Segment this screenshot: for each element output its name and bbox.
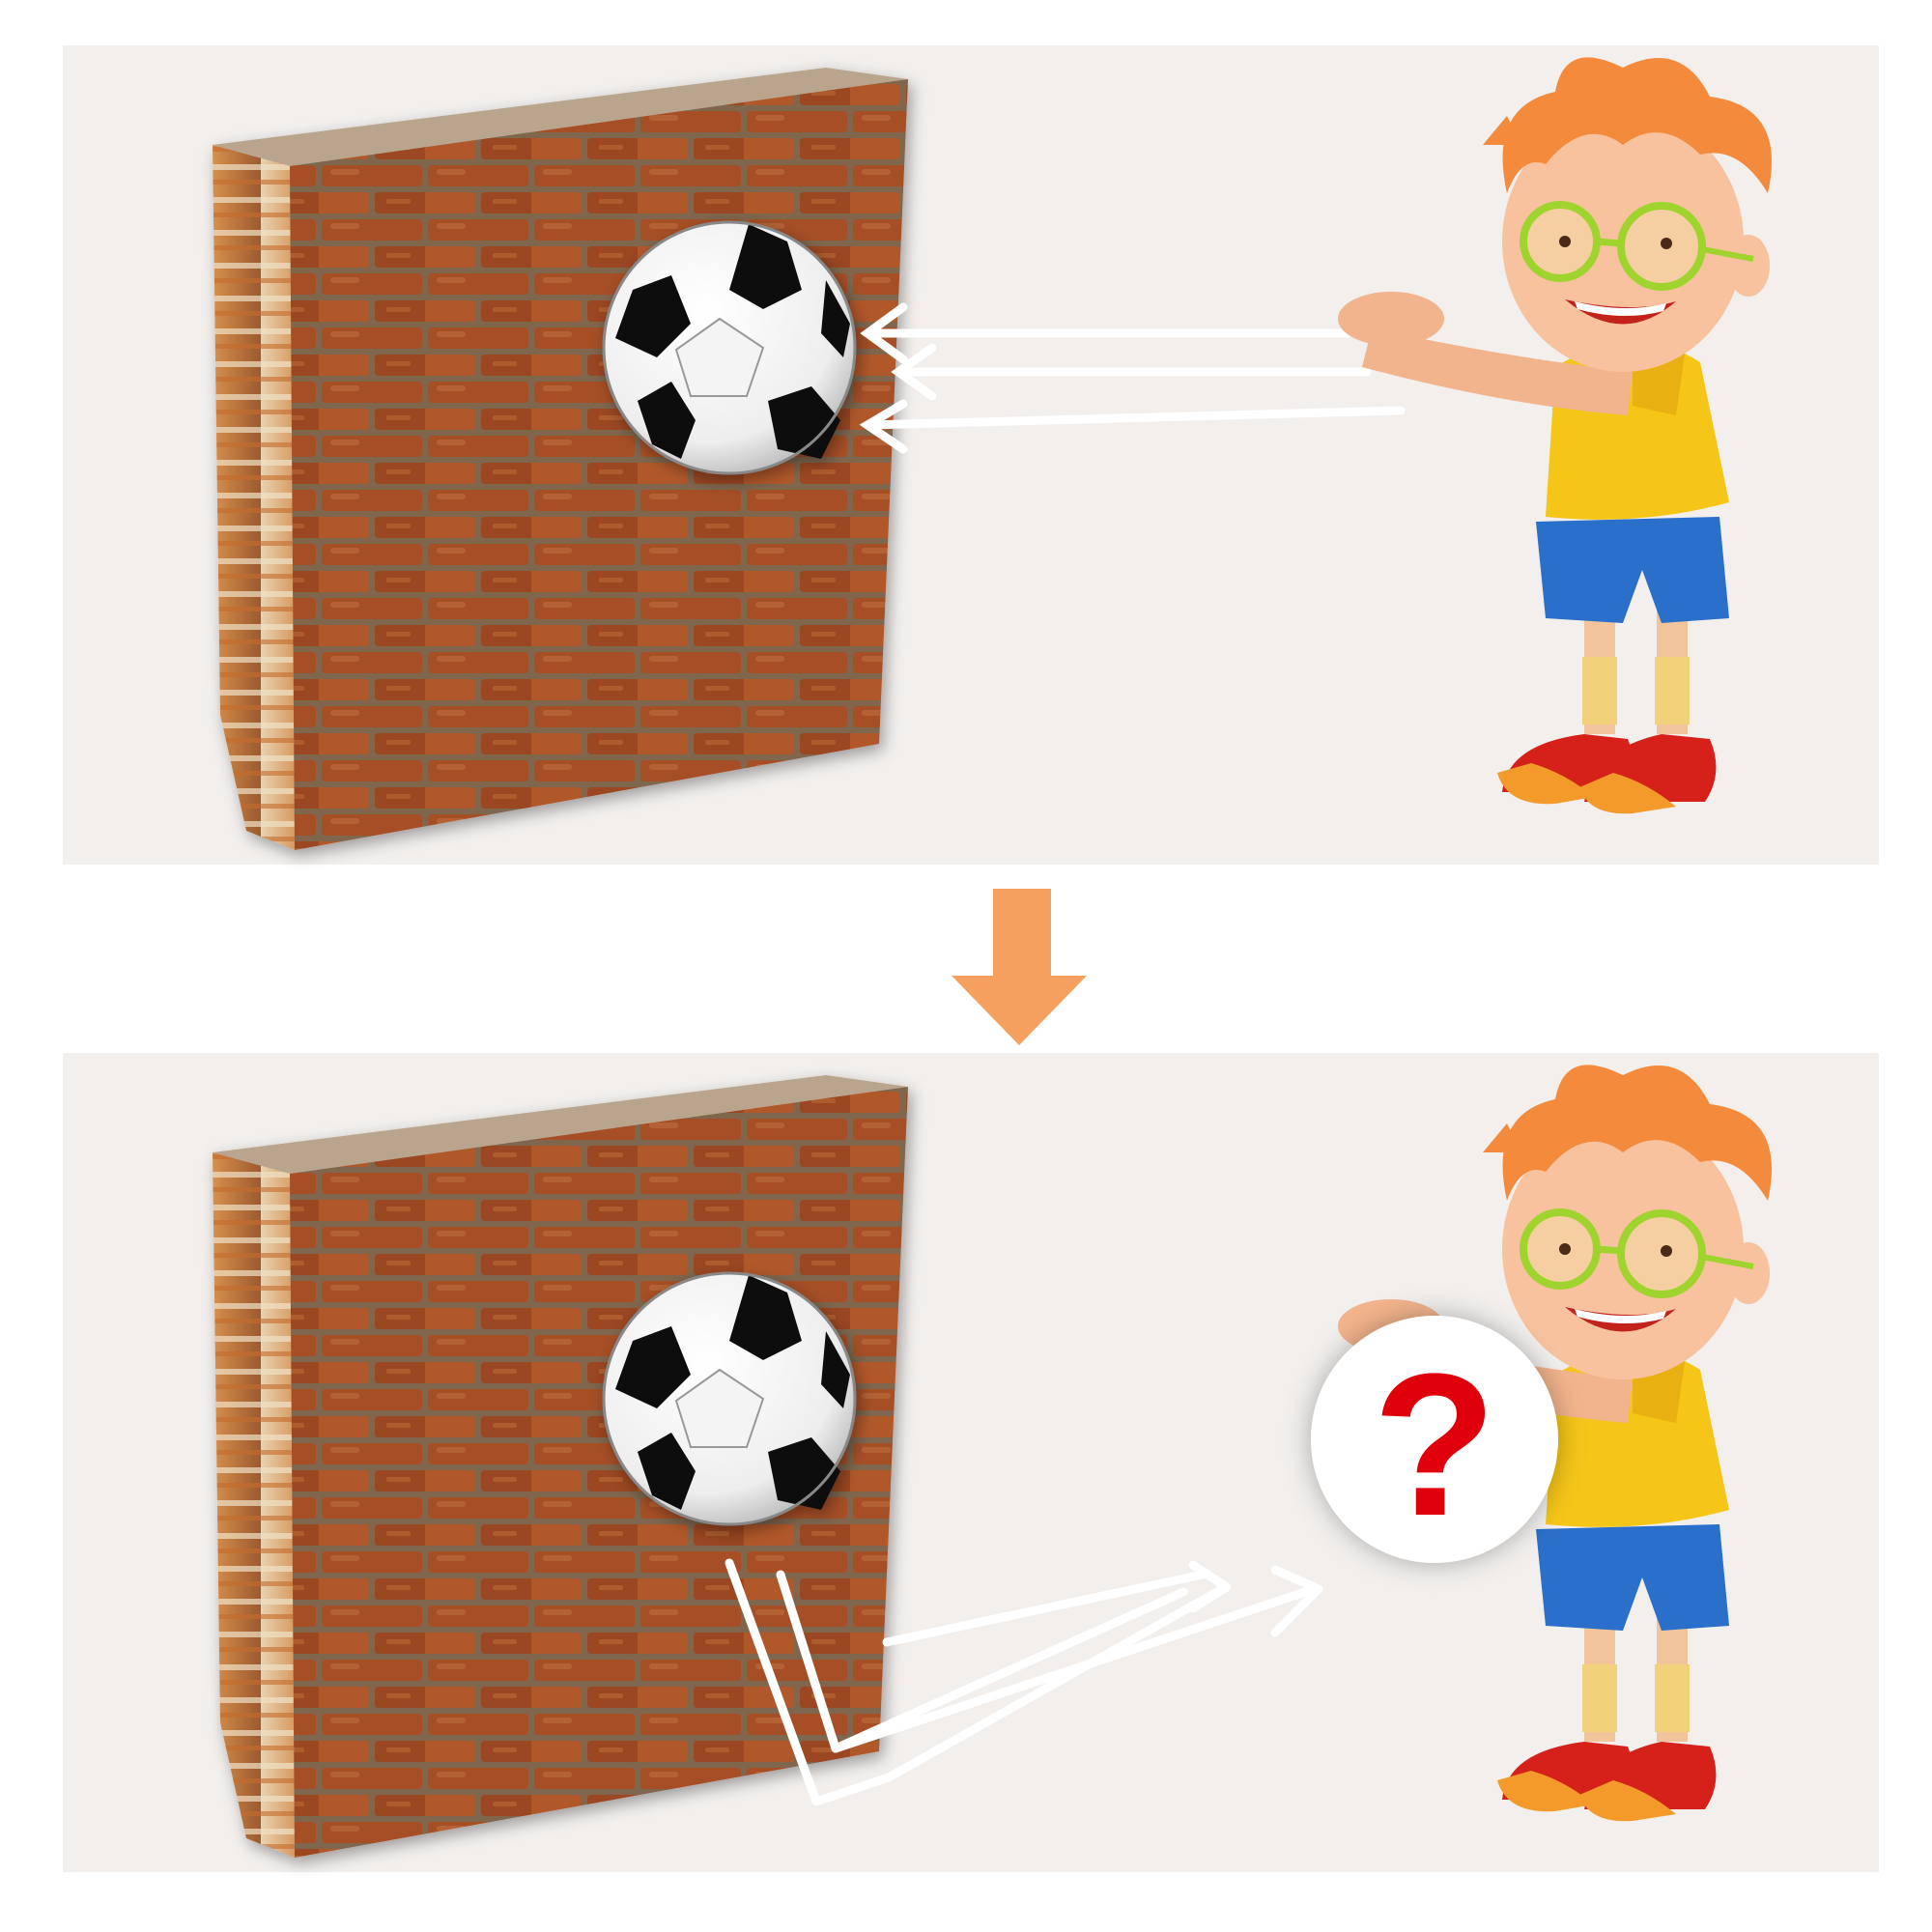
question-bubble <box>1311 1316 1558 1563</box>
panel-before <box>63 45 1879 865</box>
soccer-ball-after <box>602 1271 857 1526</box>
down-arrow-icon <box>952 889 1087 1045</box>
brick-wall-before <box>213 68 908 850</box>
question-mark: ? <box>1373 1331 1496 1558</box>
bounce-arrows-after <box>724 1558 1323 1806</box>
motion-arrows-before <box>859 302 1406 454</box>
panel-after: ? <box>63 1053 1879 1872</box>
soccer-ball-before <box>602 220 857 475</box>
